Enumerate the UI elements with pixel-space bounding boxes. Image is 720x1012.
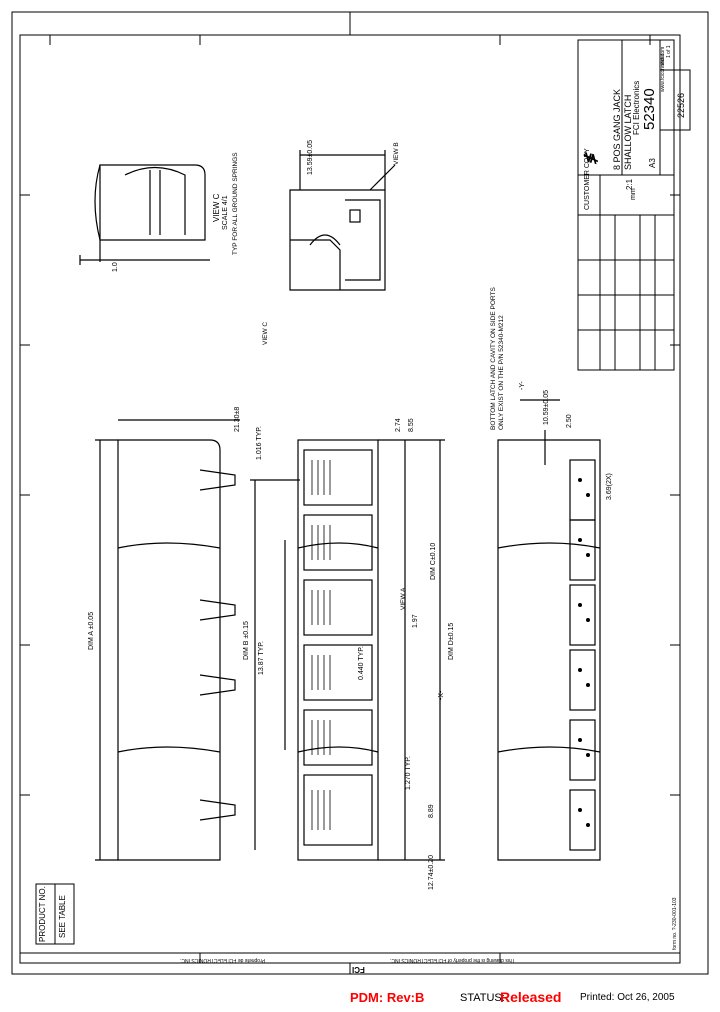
dim-2-74: 2.74 (395, 418, 402, 432)
view-c-title: VIEW C (212, 193, 221, 222)
pdm-revision: PDM: Rev:B (350, 990, 425, 1005)
legal-french: Propriete de FCI ELECTRONICS INC. (180, 957, 266, 963)
dim-8-89: 8.89 (428, 804, 435, 818)
status-value: Released (500, 989, 562, 1005)
side-note-1: BOTTOM LATCH AND CAVITY ON SIDE PORTS (490, 287, 497, 430)
units-value: mm (630, 188, 637, 200)
dim-1-0: 1.0 (112, 262, 119, 272)
product-no-label: PRODUCT NO. (38, 886, 47, 942)
company-name: FCI Electronics (632, 80, 641, 135)
view-c-note: TYP FOR ALL GROUND SPRINGS (232, 152, 239, 255)
product-no-value: SEE TABLE (58, 895, 67, 938)
dim-13-87: 13.87 TYP. (258, 641, 265, 675)
fci-logo-icon: ≸ (582, 153, 598, 165)
view-b-callout: VIEW B (393, 142, 400, 165)
printed-date: Printed: Oct 26, 2005 (580, 992, 675, 1003)
dim-0-440: 0.440 TYP. (358, 646, 365, 680)
drawing-title-line2: SHALLOW LATCH (623, 94, 633, 170)
dim-1-97: 1.97 (412, 614, 419, 628)
side-note-2: ONLY EXIST ON THE P/N 52340-M212 (498, 315, 505, 430)
part-number: 52340 (641, 88, 658, 130)
form-number: form no. ?-230-001-103 (672, 897, 678, 950)
dim-3-69: 3.69(2X) (606, 473, 613, 500)
dim-c: DIM C±0.10 (430, 542, 437, 580)
dim-1-270: 1.270 TYP. (405, 756, 412, 790)
datum-x: -X- (438, 690, 445, 700)
legal-fci: FCI (352, 965, 365, 974)
page-number: 22526 (676, 92, 686, 118)
dim-8-55: 8.55 (408, 418, 415, 432)
pdm-footer: PDM: Rev:B STATUS: Released Printed: Oct… (0, 986, 720, 1012)
dim-12-74: 12.74±0.20 (428, 855, 435, 890)
status-label: STATUS: (460, 992, 505, 1004)
sheet-of: 1 of 1 (666, 45, 672, 58)
dim-21-30: 21.30±8 (234, 406, 241, 432)
drawing-size: A3 (648, 158, 657, 168)
view-c-scale: SCALE 4/1 (222, 195, 229, 230)
dim-1016: 1.016 TYP. (256, 426, 263, 460)
dim-10-59: 10.59±0.05 (543, 390, 550, 425)
dim-2-50: 2.50 (566, 414, 573, 428)
view-c-callout: VIEW C (262, 321, 269, 345)
drawing-title-line1: 8 POS GANG JACK (612, 88, 622, 170)
view-a-callout: VIEW A (400, 587, 407, 610)
dim-a: DIM A ±0.05 (88, 611, 95, 650)
dim-b: DIM B ±0.15 (243, 621, 250, 660)
dim-d: DIM D±0.15 (448, 622, 455, 660)
dim-13-59: 13.59±0.05 (307, 140, 314, 175)
legal-english: This drawing is the property of FCI ELEC… (390, 957, 515, 963)
datum-y: -Y- (519, 381, 526, 390)
